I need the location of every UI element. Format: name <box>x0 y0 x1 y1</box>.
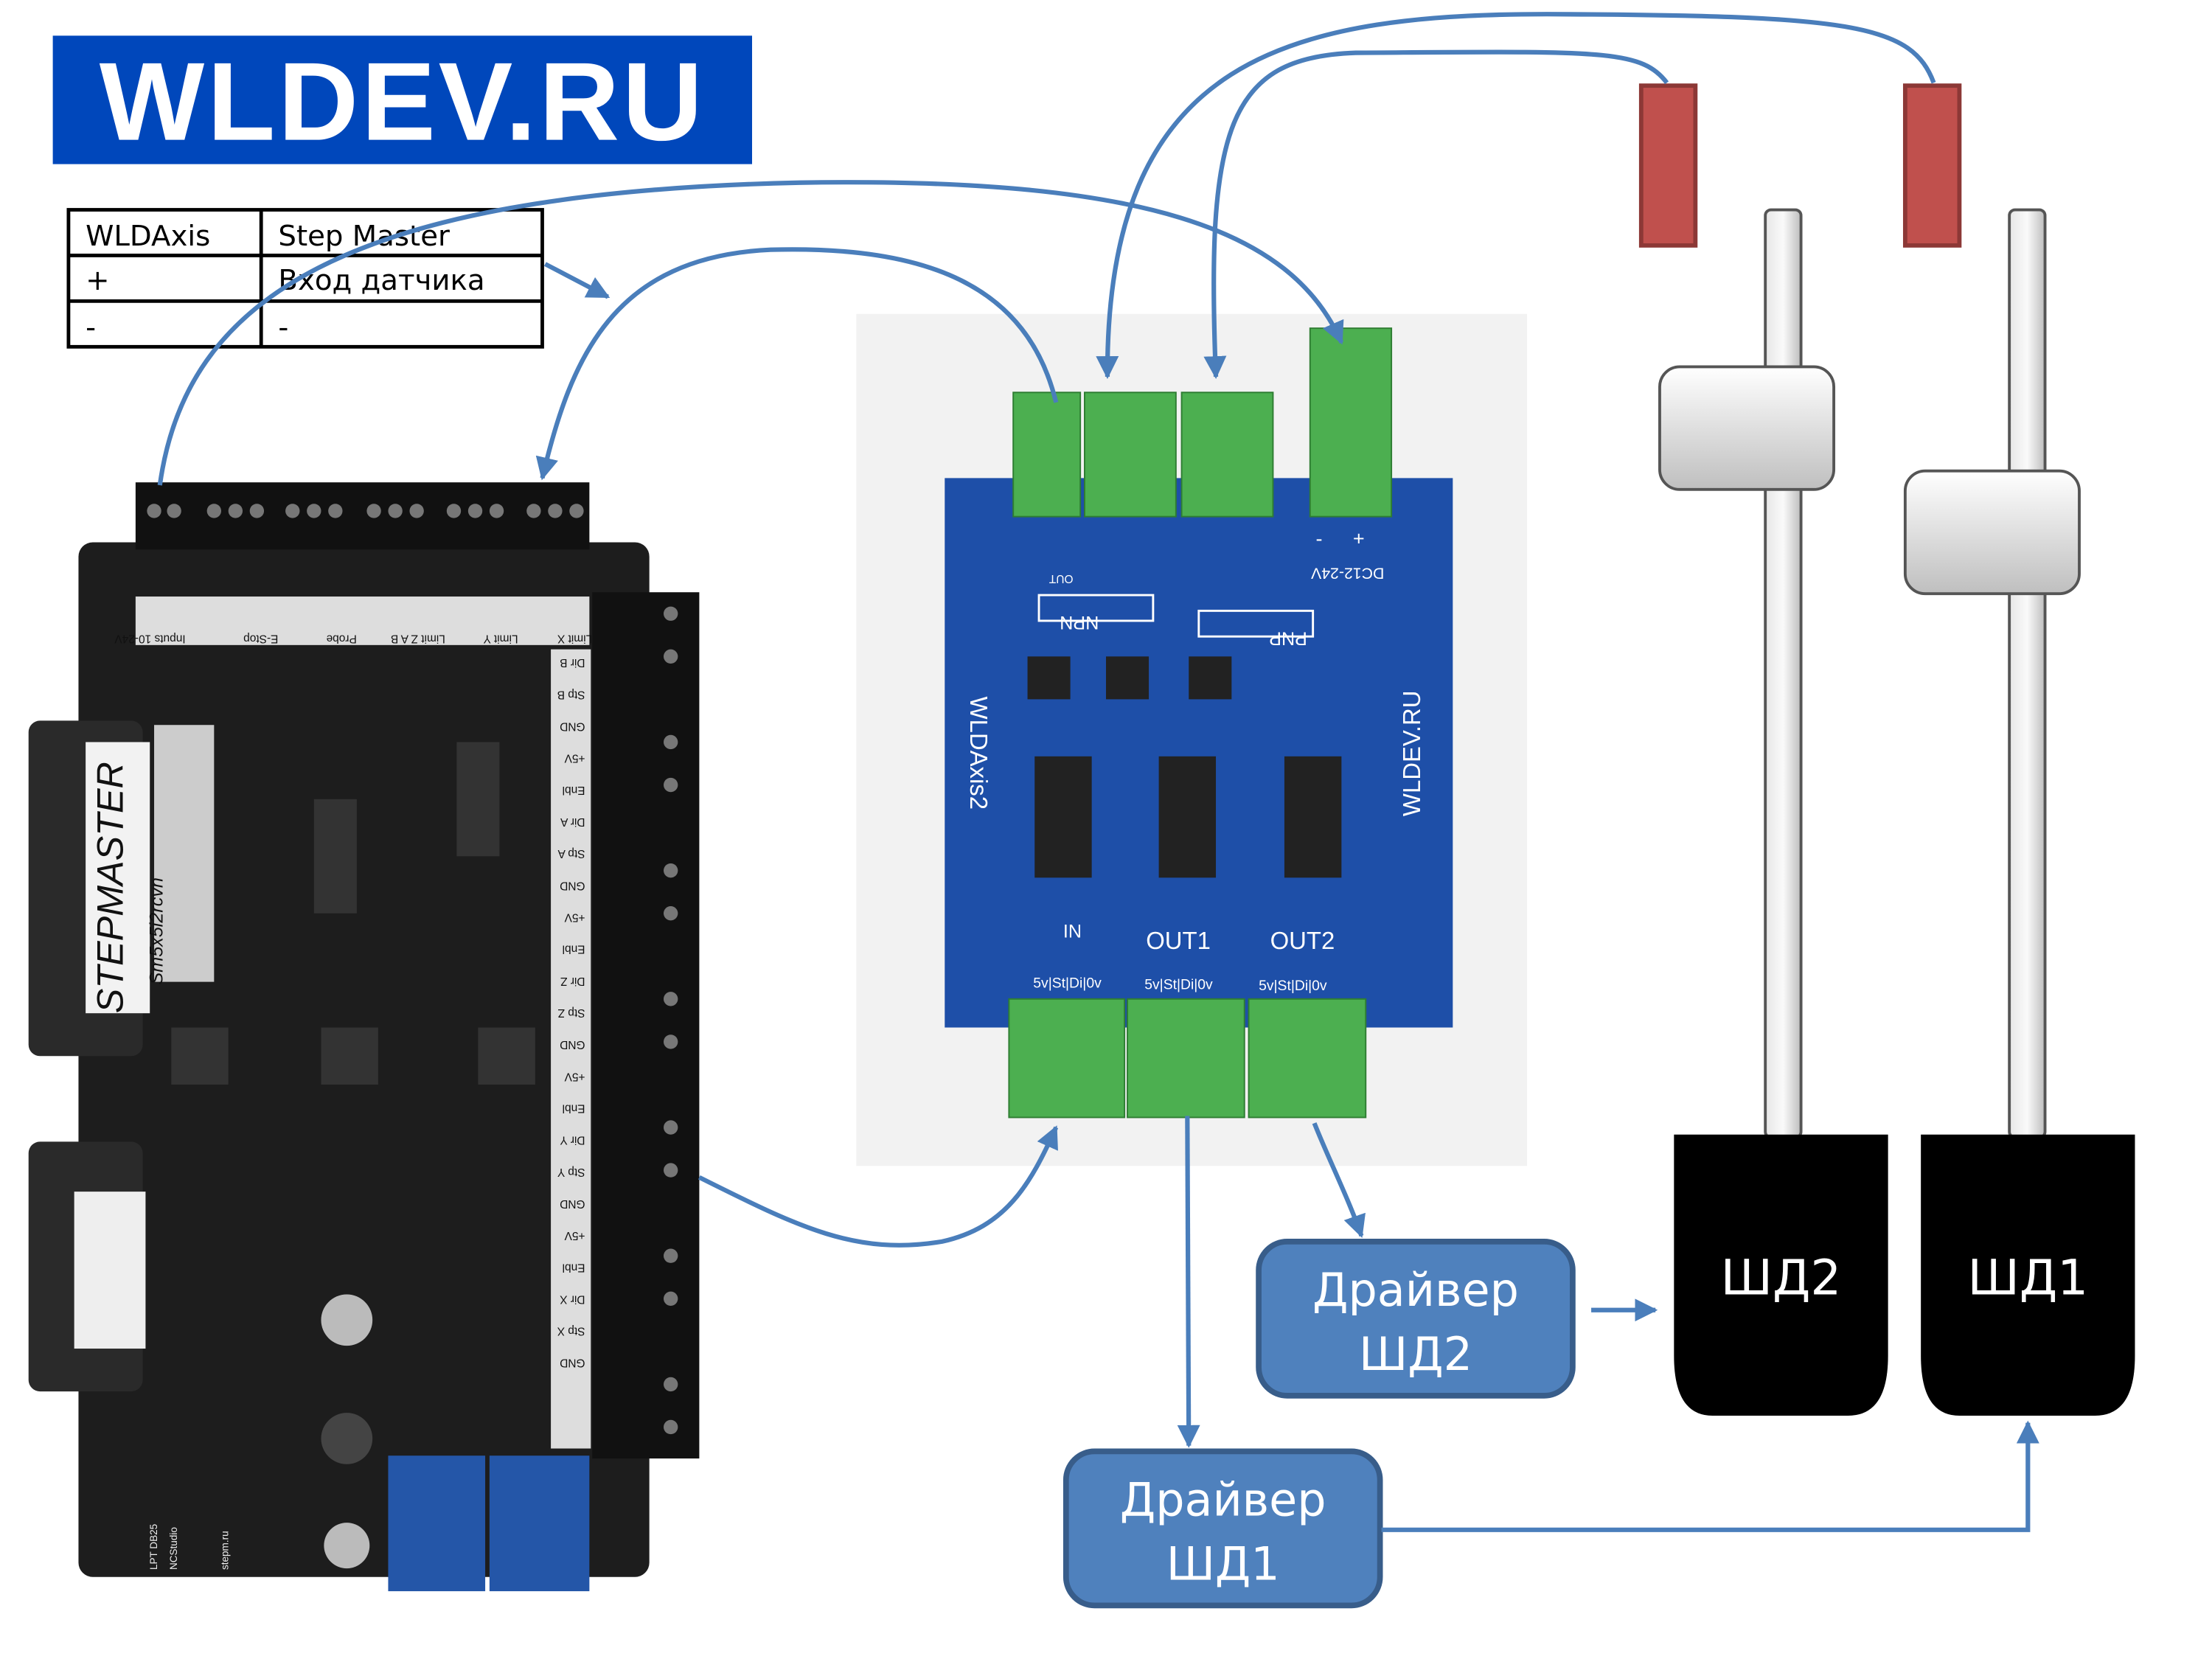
axis-pin-label: Enbl <box>563 1261 585 1273</box>
axis-pin-label: Stp A <box>557 847 585 860</box>
mapping-table <box>66 208 544 349</box>
axis-pin-label: GND <box>560 879 585 891</box>
axis-pin-label: Enbl <box>563 1102 585 1114</box>
driver-label: ШД1 <box>1166 1538 1280 1591</box>
carriage-1 <box>1903 469 2081 596</box>
axis-pin-label: GND <box>560 1357 585 1369</box>
carriage-2 <box>1658 365 1836 491</box>
wire-driver1-motor1 <box>1381 1420 2039 1532</box>
axis-pin-label: GND <box>560 1197 585 1210</box>
wire-sensor-2 <box>1203 49 1669 380</box>
wires <box>157 12 2039 1532</box>
axis-pin-label: +5V <box>564 1070 585 1082</box>
driver-shd1: Драйвер ШД1 <box>1062 1448 1383 1609</box>
wire-out2-driver2 <box>1312 1122 1366 1239</box>
pinout-in: 5v|St|Di|0v <box>1033 975 1102 991</box>
table-cell: - <box>278 311 288 344</box>
wire-power-plus <box>157 180 1344 486</box>
sensor-2 <box>1638 83 1698 248</box>
wire-table-pointer <box>543 262 611 299</box>
npn-label: NPN <box>1060 612 1099 633</box>
wldaxis2-board: WLDAxis2 WLDEV.RU DC12-24V - + NPN PNP O… <box>856 313 1527 1166</box>
motor-label: ШД1 <box>1968 1249 2089 1306</box>
axis-pin-label: Stp Y <box>557 1166 585 1178</box>
power-pin-minus: - <box>1316 526 1323 549</box>
axis-pin-label: Enbl <box>563 784 585 796</box>
power-pin-plus: + <box>1353 526 1365 549</box>
axis-rail-1 <box>1903 208 2081 1139</box>
board-name: WLDAxis2 <box>965 697 992 810</box>
stepmaster-board: STEPMASTER Sm5x5i2rcvn Inputs 10-24V E-S… <box>28 482 700 1592</box>
motor-label: ШД2 <box>1721 1249 1842 1306</box>
pnp-label: PNP <box>1269 627 1307 648</box>
input-label: Inputs 10-24V <box>114 632 186 644</box>
axis-pin-label: Dir A <box>560 815 585 828</box>
axis-pin-label: Dir B <box>560 656 585 669</box>
out1-label: OUT1 <box>1146 927 1211 954</box>
stepmaster-model: Sm5x5i2rcvn <box>147 877 167 984</box>
axis-pin-label: GND <box>560 720 585 733</box>
driver-shd2: Драйвер ШД2 <box>1256 1239 1576 1399</box>
lpt-label: LPT DB25 <box>148 1524 159 1570</box>
axis-rail-2 <box>1658 208 1836 1139</box>
power-label: DC12-24V <box>1310 564 1384 582</box>
axis-pin-label: Dir Y <box>560 1134 585 1147</box>
motor-shd1: ШД1 <box>1921 1134 2135 1416</box>
ncstudio-label: NCStudio <box>168 1527 179 1570</box>
wire-stepmaster-to-wldaxis <box>698 1125 1059 1248</box>
out2-label: OUT2 <box>1270 927 1335 954</box>
axis-pin-label: Dir Z <box>560 975 585 987</box>
axis-pin-label: +5V <box>564 911 585 923</box>
pinout-out2: 5v|St|Di|0v <box>1259 978 1327 994</box>
logo-text: WLDEV.RU <box>100 39 706 164</box>
driver-label: ШД2 <box>1359 1328 1472 1381</box>
input-label: E-Stop <box>243 632 278 644</box>
wire-sensor-1 <box>1096 12 1936 380</box>
input-label: Limit Z A B <box>391 632 445 644</box>
axis-pin-label: Stp Z <box>558 1006 585 1019</box>
wire-out1-driver1 <box>1177 1116 1200 1448</box>
table-cell: Вход датчика <box>278 264 484 297</box>
table-header-wldaxis: WLDAxis <box>86 220 210 253</box>
board-site: WLDEV.RU <box>1398 691 1425 817</box>
in-label: IN <box>1063 922 1082 942</box>
sensor-1 <box>1902 83 1962 248</box>
wire-sensor-input <box>535 247 1059 481</box>
site-label: stepm.ru <box>220 1531 231 1570</box>
axis-pin-label: +5V <box>564 752 585 765</box>
input-label: Limit X <box>557 632 592 644</box>
driver-label: Драйвер <box>1120 1473 1326 1526</box>
axis-pin-label: Dir X <box>560 1293 585 1305</box>
table-cell: + <box>86 264 109 297</box>
table-cell: - <box>86 311 96 344</box>
axis-pin-label: Enbl <box>563 943 585 956</box>
driver-label: Драйвер <box>1312 1264 1519 1317</box>
stepmaster-brand: STEPMASTER <box>88 762 131 1013</box>
axis-pin-label: Stp X <box>557 1325 585 1338</box>
input-label: Limit Y <box>484 632 518 644</box>
out-label: OUT <box>1048 572 1073 585</box>
motor-shd2: ШД2 <box>1674 1134 1888 1416</box>
wldev-logo: WLDEV.RU <box>52 35 752 164</box>
pinout-out1: 5v|St|Di|0v <box>1144 976 1213 992</box>
axis-pin-label: GND <box>560 1038 585 1051</box>
input-label: Probe <box>327 632 357 644</box>
axis-pin-label: +5V <box>564 1229 585 1242</box>
axis-pin-label: Stp B <box>557 688 585 700</box>
